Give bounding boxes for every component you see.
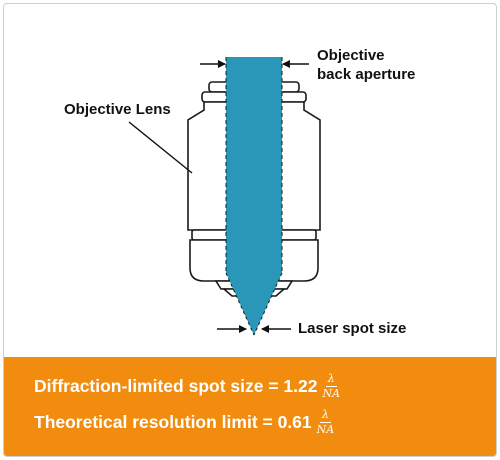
spot-size-equation-text: Diffraction-limited spot size = 1.22 <box>34 376 318 396</box>
spot-size-numerator: λ <box>325 372 337 387</box>
spot-size-fraction: λ NA <box>322 373 340 400</box>
cone-edge-right <box>253 272 283 336</box>
focused-cone <box>226 273 282 335</box>
resolution-fraction: λ NA <box>317 409 335 436</box>
spot-size-denominator: NA <box>322 387 341 400</box>
laser-spot-size-label: Laser spot size <box>298 320 407 337</box>
cone-edge-left <box>225 272 255 336</box>
aperture-label-line-1: Objective <box>317 47 385 64</box>
resolution-denominator: NA <box>316 423 335 436</box>
resolution-equation-text: Theoretical resolution limit = 0.61 <box>34 412 312 432</box>
figure-frame: Objective back aperture Objective Lens L… <box>3 3 497 457</box>
spot-size-equation: Diffraction-limited spot size = 1.22 λ N… <box>34 373 340 400</box>
formula-banner: Diffraction-limited spot size = 1.22 λ N… <box>4 357 496 456</box>
objective-lens-label: Objective Lens <box>64 101 171 118</box>
resolution-equation: Theoretical resolution limit = 0.61 λ NA <box>34 409 334 436</box>
collimated-beam <box>226 57 282 273</box>
objective-diagram <box>128 57 321 336</box>
objective-lens-leader <box>128 121 193 174</box>
resolution-numerator: λ <box>319 408 331 423</box>
aperture-label-line-2: back aperture <box>317 66 416 83</box>
objective-back-aperture-label: Objective back aperture <box>317 46 415 84</box>
laser-beam <box>225 57 283 336</box>
